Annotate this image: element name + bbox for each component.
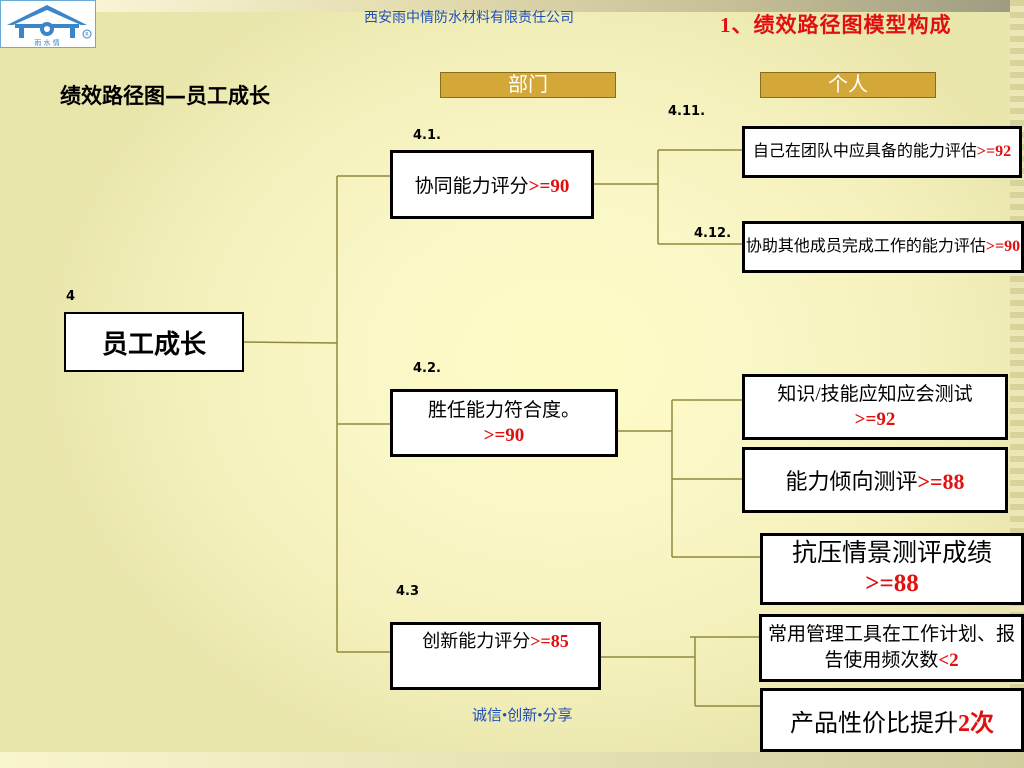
root-node: 员工成长 bbox=[64, 312, 244, 372]
child-1-2-target: >=90 bbox=[985, 238, 1021, 255]
branch-2-node: 胜任能力符合度。 >=90 bbox=[390, 389, 618, 457]
registered-mark-icon bbox=[82, 29, 92, 39]
bottom-band bbox=[0, 752, 1024, 768]
root-id: 4 bbox=[66, 289, 76, 304]
child-2-1-target: >=92 bbox=[854, 409, 896, 430]
top-band bbox=[0, 0, 1024, 12]
company-logo: R 雨 水 情 bbox=[0, 0, 96, 48]
column-header-individual: 个人 bbox=[760, 72, 936, 98]
child-1-1-id: 4.11. bbox=[668, 104, 706, 119]
child-1-1-target: >=92 bbox=[976, 143, 1012, 160]
branch-1-target: >=90 bbox=[528, 176, 570, 197]
branch-3-id: 4.3 bbox=[396, 584, 420, 599]
child-1-2-node: 协助其他成员完成工作的能力评估>=90 bbox=[742, 221, 1024, 273]
child-2-3-label: 抗压情景测评成绩 bbox=[791, 540, 992, 567]
section-title: 绩效路径图—员工成长 bbox=[60, 84, 270, 108]
child-2-3-target: >=88 bbox=[865, 570, 919, 597]
svg-text:R: R bbox=[85, 32, 89, 38]
root-label: 员工成长 bbox=[101, 329, 206, 360]
child-3-2-label: 产品性价比提升 bbox=[790, 710, 958, 737]
child-3-1-label: 常用管理工具在工作计划、报告使用频次数 bbox=[767, 624, 1015, 671]
child-3-1-node: 常用管理工具在工作计划、报告使用频次数<2 bbox=[759, 614, 1024, 682]
child-1-2-id: 4.12. bbox=[694, 226, 732, 241]
branch-2-id: 4.2. bbox=[413, 361, 441, 376]
child-3-2-target: 2次 bbox=[958, 710, 994, 737]
branch-1-id: 4.1. bbox=[413, 128, 441, 143]
branch-3-node: 创新能力评分>=85 bbox=[390, 622, 601, 690]
child-3-1-target: <2 bbox=[938, 650, 959, 671]
connector-root bbox=[243, 341, 338, 344]
house-logo-icon: R 雨 水 情 bbox=[7, 5, 92, 47]
child-1-1-label: 自己在团队中应具备的能力评估 bbox=[752, 143, 977, 160]
branch-1-node: 协同能力评分>=90 bbox=[390, 150, 594, 219]
child-2-1-node: 知识/技能应知应会测试 >=92 bbox=[742, 374, 1008, 440]
branch-1-label: 协同能力评分 bbox=[414, 176, 529, 197]
footer-slogan: 诚信•创新•分享 bbox=[472, 708, 573, 724]
child-2-2-target: >=88 bbox=[917, 469, 965, 494]
column-header-department: 部门 bbox=[440, 72, 616, 98]
company-name: 西安雨中情防水材料有限责任公司 bbox=[364, 11, 574, 26]
child-2-1-label: 知识/技能应知应会测试 bbox=[777, 384, 973, 405]
logo-text: 雨 水 情 bbox=[34, 38, 59, 47]
branch-3-target: >=85 bbox=[530, 631, 569, 651]
child-2-2-label: 能力倾向测评 bbox=[785, 469, 918, 494]
child-3-2-node: 产品性价比提升2次 bbox=[760, 688, 1024, 752]
child-1-2-label: 协助其他成员完成工作的能力评估 bbox=[745, 238, 986, 255]
child-1-1-node: 自己在团队中应具备的能力评估>=92 bbox=[742, 126, 1022, 178]
slide-title: 1、绩效路径图模型构成 bbox=[720, 13, 952, 37]
branch-2-label: 胜任能力符合度。 bbox=[427, 400, 580, 421]
child-2-3-node: 抗压情景测评成绩 >=88 bbox=[760, 533, 1024, 605]
child-2-2-node: 能力倾向测评>=88 bbox=[742, 447, 1008, 513]
branch-2-target: >=90 bbox=[483, 425, 525, 446]
branch-3-label: 创新能力评分 bbox=[422, 631, 531, 651]
